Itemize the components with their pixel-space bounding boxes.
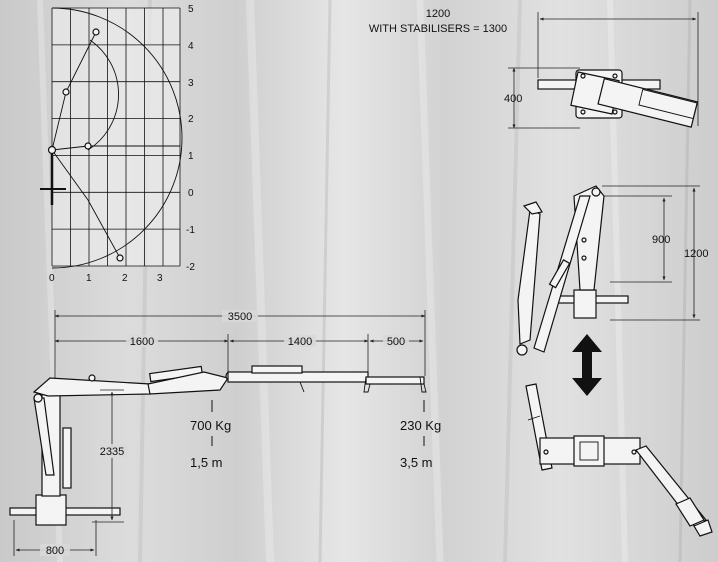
reach-chart-grid (51, 7, 181, 267)
base-plate (35, 494, 67, 526)
load-1-weight: 700 Kg (190, 418, 231, 433)
top-view-width-label: 1200 (426, 8, 450, 20)
segment-3-label: 500 (387, 336, 405, 348)
inner-height-label: 900 (652, 234, 670, 246)
top-view-stabilisers-label: WITH STABILISERS = 1300 (369, 23, 507, 35)
top-view-crane (537, 69, 699, 128)
load-2-weight: 230 Kg (400, 418, 441, 433)
jib-knuckle (147, 371, 229, 395)
stabiliser-view (525, 383, 713, 537)
x-tick-label: 2 (122, 273, 128, 284)
top-view: 1200 WITH STABILISERS = 1300 400 (369, 8, 699, 129)
stabiliser-centre (573, 435, 605, 467)
x-tick-label: 0 (49, 273, 55, 284)
total-length-label: 3500 (228, 311, 252, 323)
height-label: 2335 (100, 446, 124, 458)
y-tick-label: 4 (188, 41, 194, 52)
reach-chart: 5 4 3 2 1 0 -1 -2 0 1 2 3 (40, 4, 195, 284)
x-tick-label: 3 (157, 273, 163, 284)
y-tick-label: 0 (188, 188, 194, 199)
side-view-crane (9, 365, 427, 526)
reach-chart-area (52, 8, 180, 266)
extension-cylinder (251, 365, 303, 374)
y-tick-label: 3 (188, 78, 194, 89)
segment-2-label: 1400 (288, 336, 312, 348)
y-tick-label: 2 (188, 114, 194, 125)
hook-left (363, 376, 371, 393)
y-tick-label: 1 (188, 151, 194, 162)
hook-right (419, 376, 427, 393)
extension-boom-2 (365, 376, 425, 385)
reach-chart-boom-positions (40, 28, 180, 262)
folded-crane (516, 185, 629, 356)
inner-reach-arc (87, 39, 119, 151)
max-reach-arc (51, 7, 183, 269)
fold-transition-arrow (572, 334, 602, 396)
folded-base (573, 289, 597, 319)
folded-view: 900 1200 (516, 185, 713, 537)
reach-chart-y-ticks: 5 4 3 2 1 0 -1 -2 (186, 4, 195, 273)
outer-height-label: 1200 (684, 248, 708, 260)
x-tick-label: 1 (86, 273, 92, 284)
load-1-distance: 1,5 m (190, 455, 223, 470)
base-width-label: 800 (46, 545, 64, 557)
y-tick-label: 5 (188, 4, 194, 15)
top-view-depth-label: 400 (504, 93, 522, 105)
load-2-distance: 3,5 m (400, 455, 433, 470)
folded-extension (517, 209, 541, 345)
side-view: 3500 1600 1400 500 (9, 310, 441, 557)
y-tick-label: -2 (186, 262, 195, 273)
y-tick-label: -1 (186, 225, 195, 236)
segment-1-label: 1600 (130, 336, 154, 348)
reach-chart-x-ticks: 0 1 2 3 (49, 273, 163, 284)
lift-cylinder (62, 427, 72, 489)
